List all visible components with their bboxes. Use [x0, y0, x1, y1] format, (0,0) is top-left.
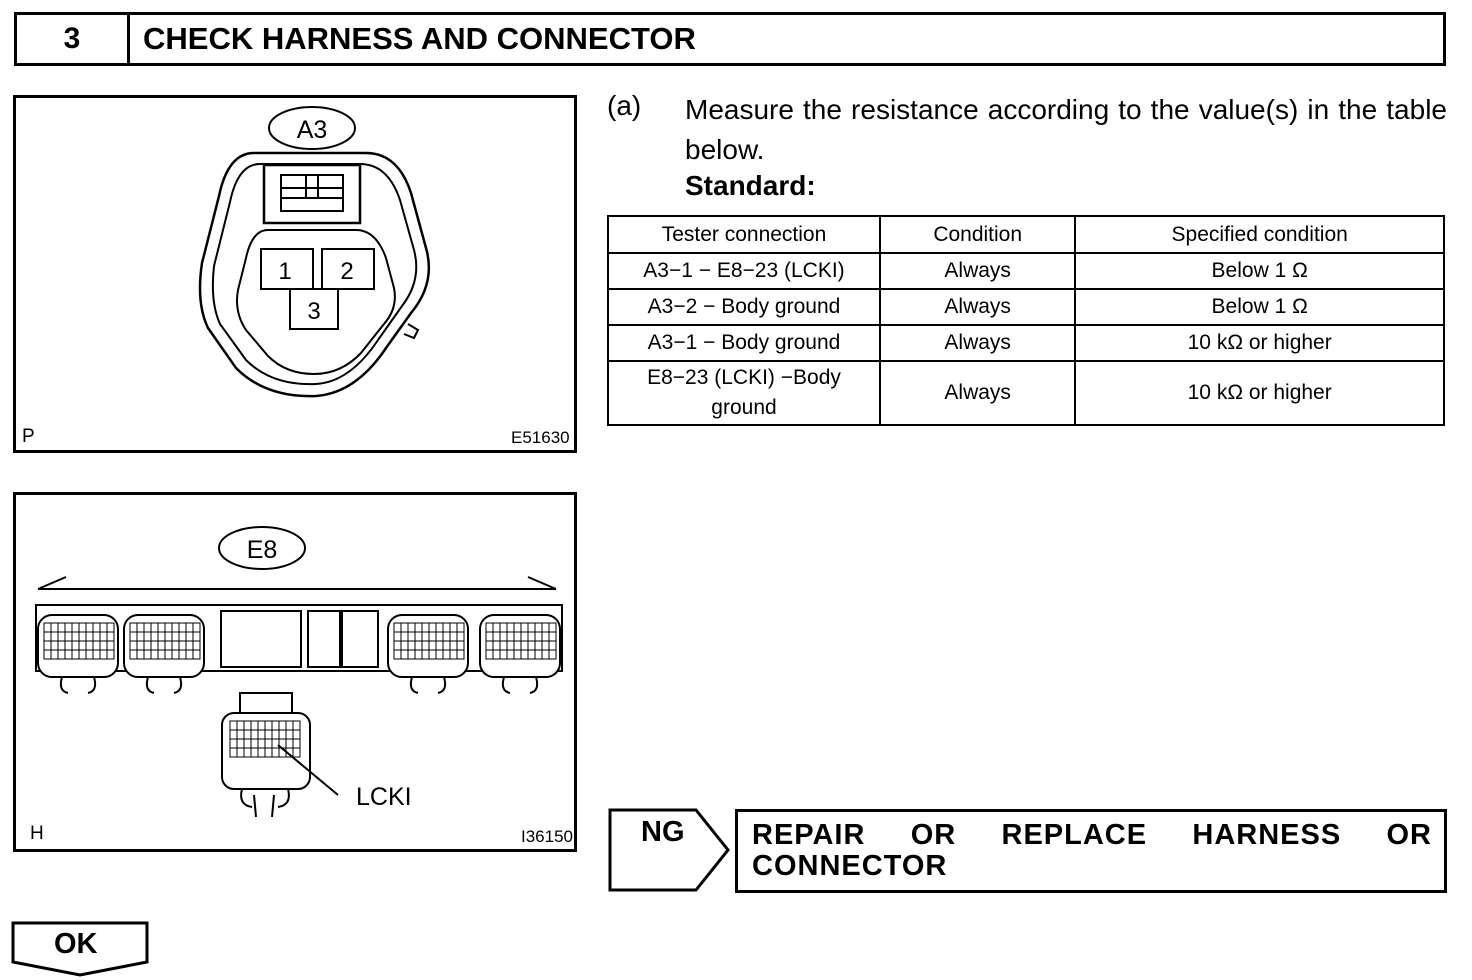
ng-label: NG: [641, 816, 685, 848]
lcki-pointer-label: LCKI: [356, 783, 412, 811]
svg-text:3: 3: [307, 298, 320, 325]
figure-corner-letter: P: [22, 426, 35, 447]
table-cell: Always: [878, 288, 1077, 326]
table-row: A3−1 − Body ground Always 10 kΩ or highe…: [607, 324, 1445, 362]
connector-e8-drawing: E8 LCKI: [35, 526, 563, 818]
connector-a3-figure: A3 1 2 3 P E51630: [13, 95, 577, 453]
figure-code: I36150: [521, 827, 573, 846]
table-cell: E8−23 (LCKI) −Body ground: [607, 360, 881, 426]
table-cell: 10 kΩ or higher: [1074, 360, 1445, 426]
step-header: 3 CHECK HARNESS AND CONNECTOR: [14, 12, 1446, 66]
connector-e8-label: E8: [247, 536, 278, 564]
table-row: A3−1 − E8−23 (LCKI) Always Below 1 Ω: [607, 252, 1445, 290]
pin-3: [289, 288, 339, 330]
table-row: A3−2 − Body ground Always Below 1 Ω: [607, 288, 1445, 326]
ok-arrow-icon: [11, 921, 149, 977]
svg-text:2: 2: [340, 258, 353, 285]
connector-a3-drawing: A3 1 2 3: [198, 106, 431, 398]
pin-2: [321, 248, 375, 290]
instruction-text: Measure the resistance according to the …: [685, 94, 1447, 165]
figure-corner-letter: H: [30, 823, 44, 844]
standard-label: Standard:: [685, 170, 816, 201]
ng-arrow-icon: [608, 808, 730, 892]
column-header: Specified condition: [1074, 215, 1445, 254]
ng-action-box: REPAIR OR REPLACE HARNESS OR CONNECTOR: [735, 809, 1447, 893]
step-title: CHECK HARNESS AND CONNECTOR: [143, 21, 696, 56]
table-cell: Below 1 Ω: [1074, 252, 1445, 290]
table-cell: Always: [878, 324, 1077, 362]
table-header-row: Tester connection Condition Specified co…: [607, 215, 1445, 254]
table-cell: A3−2 − Body ground: [607, 288, 881, 326]
instruction-step: (a): [607, 90, 642, 121]
figure-code: E51630: [511, 428, 570, 447]
table-row: E8−23 (LCKI) −Body ground Always 10 kΩ o…: [607, 360, 1445, 426]
table-cell: Always: [878, 252, 1077, 290]
step-number: 3: [17, 15, 130, 63]
connector-a3-label: A3: [297, 116, 328, 144]
svg-text:1: 1: [278, 258, 291, 285]
ng-action-text: REPAIR OR REPLACE HARNESS OR CONNECTOR: [752, 819, 1432, 882]
column-header: Condition: [878, 215, 1077, 254]
ok-label: OK: [54, 928, 98, 960]
table-cell: 10 kΩ or higher: [1074, 324, 1445, 362]
table-cell: Below 1 Ω: [1074, 288, 1445, 326]
table-cell: A3−1 − Body ground: [607, 324, 881, 362]
connector-e8-figure: E8 LCKI H I36150: [13, 492, 577, 852]
pin-1: [260, 248, 314, 290]
table-cell: A3−1 − E8−23 (LCKI): [607, 252, 881, 290]
resistance-spec-table: Tester connection Condition Specified co…: [607, 215, 1445, 426]
table-cell: Always: [878, 360, 1077, 426]
column-header: Tester connection: [607, 215, 881, 254]
